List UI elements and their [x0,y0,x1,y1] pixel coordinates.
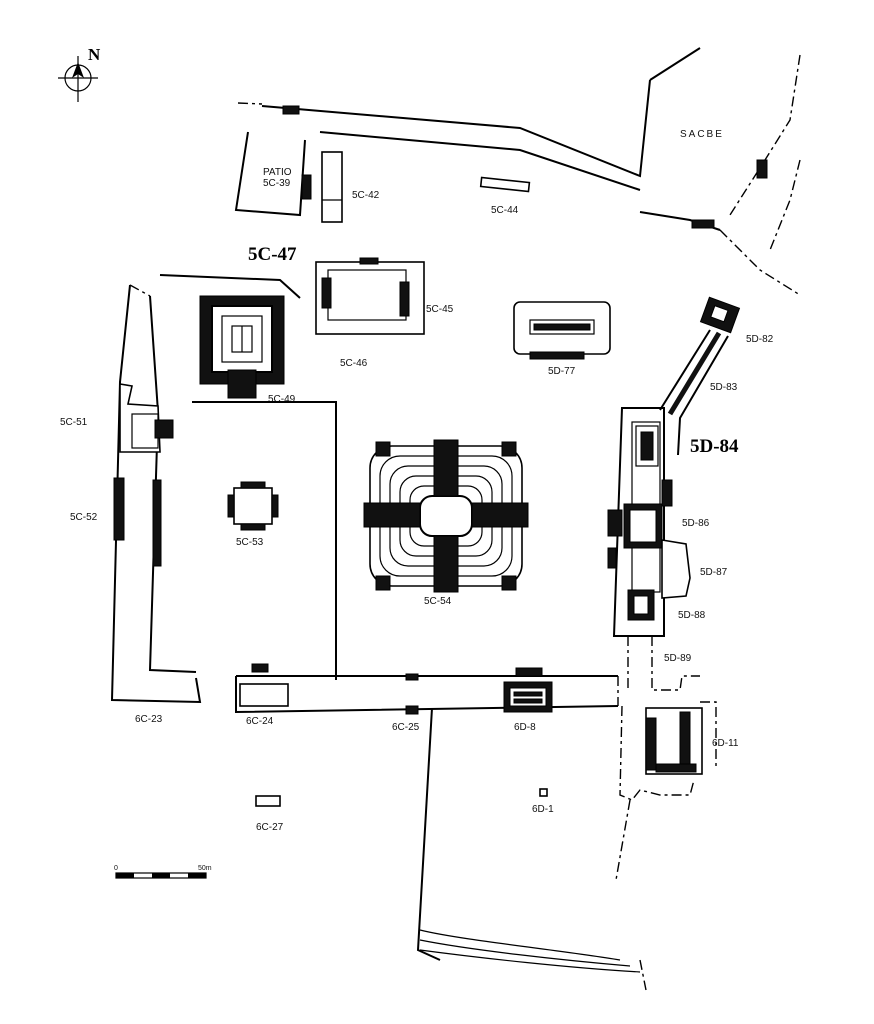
sacbe-stair [756,159,768,179]
label-6c25: 6C-25 [392,722,420,733]
structure-6c24-stair [251,663,269,673]
sacbe-curve-dash [719,229,801,296]
structure-5c45-north-stair [359,257,379,265]
label-5c44: 5C-44 [491,205,519,216]
sacbe-gate [691,219,715,229]
label-5d84: 5D-84 [690,436,739,457]
structure-5c45-east-stair [399,281,410,317]
label-6c27: 6C-27 [256,822,284,833]
lower-plaza-east-edge [615,799,631,881]
lower-plaza-east-dash [619,705,695,801]
sacbe-west-edge [649,47,701,81]
structure-5d77-stair [529,351,585,360]
structure-6c27 [255,795,281,807]
structure-5c49-stair [227,369,257,399]
structure-5c52-east [152,479,162,567]
structure-5c51-stair [154,419,174,439]
label-5d83: 5D-83 [710,382,738,393]
label-5c54: 5C-54 [424,596,452,607]
structure-5d77-inner [529,319,595,335]
west-wing-north-dash [129,284,151,297]
label-5c46: 5C-46 [340,358,368,369]
label-5d87: 5D-87 [700,567,728,578]
lower-plaza-steps [419,929,641,973]
label-5d86: 5D-86 [682,518,710,529]
label-6c24: 6C-24 [246,716,274,727]
structure-5c53 [233,487,273,525]
north-wall-west-dash [237,102,263,105]
label-5c45: 5C-45 [426,304,454,315]
sacbe-label: SACBE [680,129,724,140]
label-5c52: 5C-52 [70,512,98,523]
structure-5c54-radial-pyramid [363,439,529,593]
label-5c53: 5C-53 [236,537,264,548]
north-arrow-icon [58,56,98,102]
label-5d89: 5D-89 [664,653,692,664]
scale-start: 0 [114,865,118,872]
scale-bar [115,872,207,879]
structure-5d83-west-edge [659,329,711,411]
label-5d88: 5D-88 [678,610,706,621]
structure-5d89-outline [651,636,700,691]
label-5c49: 5C-49 [268,394,296,405]
west-wing-outer-wall [110,284,202,704]
lower-plaza-south-dash [639,959,647,991]
lower-plaza-west-wall [416,707,441,961]
structure-5c42 [321,151,343,223]
structure-5d87 [661,539,691,599]
label-5d77: 5D-77 [548,366,576,377]
patio-label-line2: 5C-39 [263,178,291,189]
structure-5c51 [119,383,161,453]
north-wall-stair [282,105,300,115]
north-wall-outer [261,79,651,178]
structure-5d77-bench [533,323,591,331]
label-6d8: 6D-8 [514,722,536,733]
western-plaza-outline [192,401,337,680]
scale-end: 50m [198,865,212,872]
structure-6c24 [239,683,289,707]
label-5d82: 5D-82 [746,334,774,345]
patio-5c39-stair [301,174,312,200]
structure-5d88 [627,589,655,621]
label-6d1: 6D-1 [532,804,554,815]
structure-5d83-east-edge [677,335,729,456]
south-causeway-south-edge [235,676,619,714]
structure-5c44 [479,176,531,193]
north-wall-inner [319,131,641,191]
label-5c42: 5C-42 [352,190,380,201]
structure-5d84-west-stair [607,509,623,537]
structure-6d11-dash [700,701,717,770]
label-6d11: 6D-11 [712,738,739,749]
structure-6d1 [539,788,548,797]
structure-5c52-west [113,477,125,541]
label-5c47: 5C-47 [248,244,297,265]
structure-5c46-west-stair [321,277,332,309]
structure-5d84-platform [612,407,665,637]
structure-6c25 [405,705,419,715]
label-5c51: 5C-51 [60,417,88,428]
label-6c23: 6C-23 [135,714,163,725]
sacbe-east-dash [769,159,801,251]
north-label: N [88,45,101,64]
patio-label-line1: PATIO [263,167,292,178]
structure-5c47-platform [159,274,301,299]
sacbe-east-edge [729,54,801,216]
